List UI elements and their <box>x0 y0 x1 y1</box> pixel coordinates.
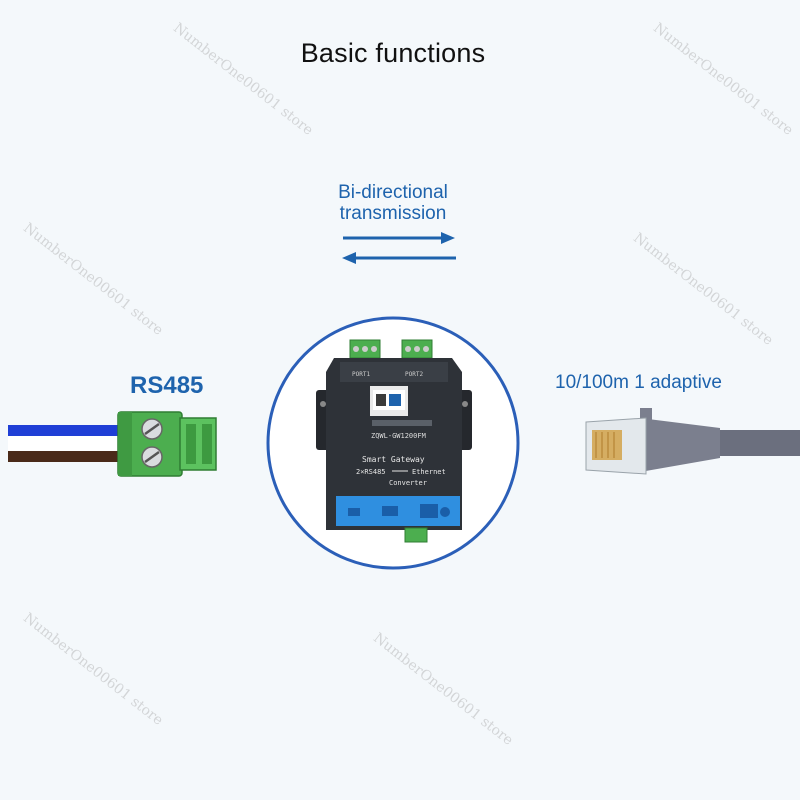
arrow-right-head <box>441 232 455 244</box>
boot <box>640 418 720 472</box>
terminal-block-icon <box>117 411 217 477</box>
device-body <box>326 358 462 530</box>
rs485-label: RS485 <box>130 372 204 399</box>
device-name: Smart Gateway <box>362 455 425 464</box>
blue-wire <box>8 425 126 436</box>
ethernet-adaptive-label: 10/100m 1 adaptive <box>555 372 722 393</box>
port2-label: PORT2 <box>405 371 423 378</box>
bidirectional-label-line2: transmission <box>339 203 447 224</box>
device-function-left: 2×RS485 <box>356 468 386 476</box>
port1-label: PORT1 <box>352 371 370 378</box>
device-function-sub: Converter <box>389 479 427 487</box>
power-terminal <box>404 527 428 543</box>
bidirectional-label: Bi-directional transmission <box>300 182 486 224</box>
bidirectional-arrows <box>342 232 456 264</box>
ethernet-cable-icon <box>585 408 800 475</box>
device-function-right: Ethernet <box>412 468 446 476</box>
wire-gap <box>8 436 126 451</box>
rs485-wires <box>8 425 126 462</box>
cable-jacket <box>720 430 800 456</box>
page-title: Basic functions <box>300 38 486 68</box>
brown-wire <box>8 451 126 462</box>
arrow-left-head <box>342 252 356 264</box>
bidirectional-label-line1: Bi-directional <box>338 182 448 203</box>
gateway-device: PORT1 PORT2 ZQWL-GW1200FM Smart Gateway … <box>316 339 472 543</box>
model-label: ZQWL-GW1200FM <box>371 432 426 440</box>
